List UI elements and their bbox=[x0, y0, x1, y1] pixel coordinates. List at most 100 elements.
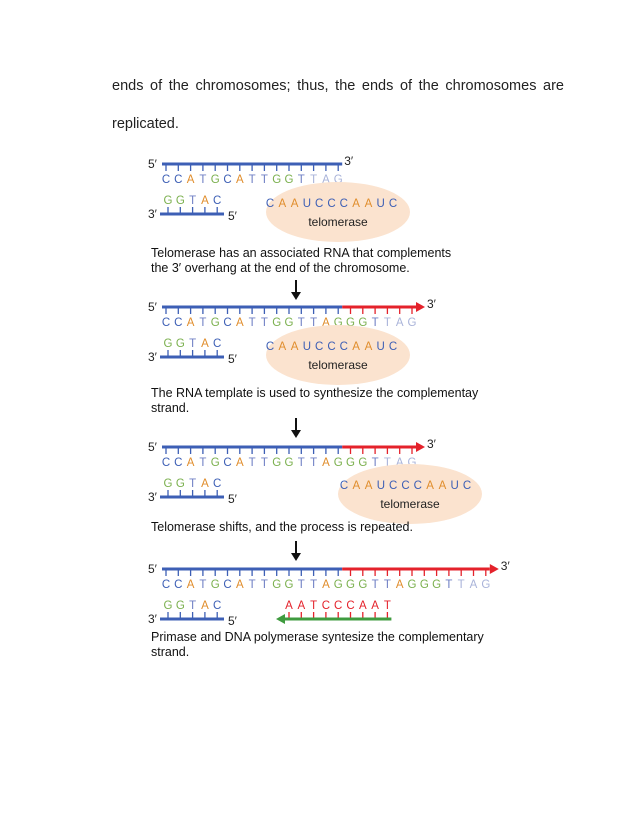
base-letter: G bbox=[176, 478, 185, 490]
base-letter: G bbox=[164, 478, 173, 490]
base-letter: C bbox=[213, 338, 221, 350]
base-letter: G bbox=[272, 174, 281, 186]
five-prime-label: 5′ bbox=[148, 440, 158, 454]
base-letter: T bbox=[372, 317, 379, 329]
base-letter: T bbox=[189, 600, 196, 612]
rna-base-letter: A bbox=[352, 480, 360, 492]
base-letter: A bbox=[187, 579, 195, 591]
primer-base-letter: C bbox=[346, 600, 354, 612]
base-letter: T bbox=[261, 457, 268, 469]
base-letter: G bbox=[432, 579, 441, 591]
base-letter: A bbox=[396, 317, 404, 329]
rna-base-letter: A bbox=[278, 341, 286, 353]
base-letter: T bbox=[261, 579, 268, 591]
base-letter: C bbox=[174, 174, 182, 186]
base-letter: C bbox=[213, 600, 221, 612]
primer-base-letter: C bbox=[322, 600, 330, 612]
primer-base-letter: A bbox=[371, 600, 379, 612]
base-letter: C bbox=[213, 478, 221, 490]
base-letter: A bbox=[201, 600, 209, 612]
base-letter: A bbox=[187, 457, 195, 469]
base-letter: C bbox=[223, 174, 231, 186]
base-letter: T bbox=[189, 478, 196, 490]
base-letter: T bbox=[372, 457, 379, 469]
rna-base-letter: C bbox=[389, 198, 397, 210]
base-letter: C bbox=[223, 579, 231, 591]
body-text-line-1: ends of the chromosomes; thus, the ends … bbox=[112, 78, 564, 94]
rna-base-letter: U bbox=[377, 341, 385, 353]
three-prime-label: 3′ bbox=[148, 350, 158, 364]
rna-base-letter: U bbox=[377, 480, 385, 492]
base-letter: T bbox=[199, 317, 206, 329]
base-letter: G bbox=[272, 317, 281, 329]
base-letter: A bbox=[236, 174, 244, 186]
base-letter: G bbox=[358, 317, 367, 329]
down-arrow-icon bbox=[291, 292, 301, 300]
base-letter: C bbox=[174, 457, 182, 469]
base-letter: G bbox=[408, 457, 417, 469]
primer-base-letter: A bbox=[297, 600, 305, 612]
rna-base-letter: C bbox=[389, 480, 397, 492]
five-prime-label: 5′ bbox=[148, 562, 158, 576]
base-letter: T bbox=[249, 174, 256, 186]
base-letter: G bbox=[346, 579, 355, 591]
base-letter: T bbox=[298, 457, 305, 469]
base-letter: A bbox=[396, 579, 404, 591]
base-letter: T bbox=[310, 317, 317, 329]
base-letter: A bbox=[236, 457, 244, 469]
base-letter: G bbox=[346, 317, 355, 329]
body-text-line-2: replicated. bbox=[112, 116, 179, 132]
rna-base-letter: C bbox=[327, 341, 335, 353]
base-letter: C bbox=[174, 317, 182, 329]
step-caption: strand. bbox=[151, 401, 189, 415]
primer-base-letter: C bbox=[334, 600, 342, 612]
telomerase-enzyme bbox=[266, 182, 410, 242]
base-letter: A bbox=[236, 579, 244, 591]
primer-base-letter: T bbox=[310, 600, 317, 612]
telomerase-label: telomerase bbox=[308, 215, 368, 229]
five-prime-label: 5′ bbox=[228, 492, 238, 506]
three-prime-label: 3′ bbox=[501, 559, 511, 573]
telomerase-enzyme bbox=[338, 464, 482, 524]
base-letter: C bbox=[223, 317, 231, 329]
base-letter: A bbox=[201, 478, 209, 490]
rna-base-letter: U bbox=[451, 480, 459, 492]
down-arrow-icon bbox=[291, 553, 301, 561]
base-letter: T bbox=[199, 579, 206, 591]
base-letter: T bbox=[384, 457, 391, 469]
rna-base-letter: U bbox=[377, 198, 385, 210]
base-letter: G bbox=[176, 195, 185, 207]
base-letter: A bbox=[322, 457, 330, 469]
rna-base-letter: U bbox=[303, 341, 311, 353]
base-letter: G bbox=[420, 579, 429, 591]
base-letter: G bbox=[408, 579, 417, 591]
rna-base-letter: A bbox=[352, 341, 360, 353]
base-letter: T bbox=[249, 317, 256, 329]
rna-base-letter: A bbox=[291, 341, 299, 353]
base-letter: T bbox=[298, 174, 305, 186]
primer-base-letter: A bbox=[359, 600, 367, 612]
rna-base-letter: A bbox=[278, 198, 286, 210]
base-letter: G bbox=[408, 317, 417, 329]
base-letter: G bbox=[285, 174, 294, 186]
base-letter: T bbox=[458, 579, 465, 591]
base-letter: A bbox=[470, 579, 478, 591]
base-letter: T bbox=[249, 579, 256, 591]
base-letter: T bbox=[445, 579, 452, 591]
rna-base-letter: C bbox=[401, 480, 409, 492]
base-letter: T bbox=[261, 317, 268, 329]
base-letter: G bbox=[481, 579, 490, 591]
three-prime-label: 3′ bbox=[344, 154, 354, 168]
base-letter: C bbox=[162, 457, 170, 469]
base-letter: T bbox=[261, 174, 268, 186]
rna-base-letter: C bbox=[315, 341, 323, 353]
step-caption: Telomerase shifts, and the process is re… bbox=[151, 520, 413, 534]
base-letter: G bbox=[164, 338, 173, 350]
base-letter: T bbox=[298, 317, 305, 329]
primer-base-letter: T bbox=[384, 600, 391, 612]
three-prime-label: 3′ bbox=[148, 490, 158, 504]
base-letter: T bbox=[249, 457, 256, 469]
three-prime-label: 3′ bbox=[148, 612, 158, 626]
base-letter: A bbox=[187, 317, 195, 329]
five-prime-label: 5′ bbox=[148, 300, 158, 314]
